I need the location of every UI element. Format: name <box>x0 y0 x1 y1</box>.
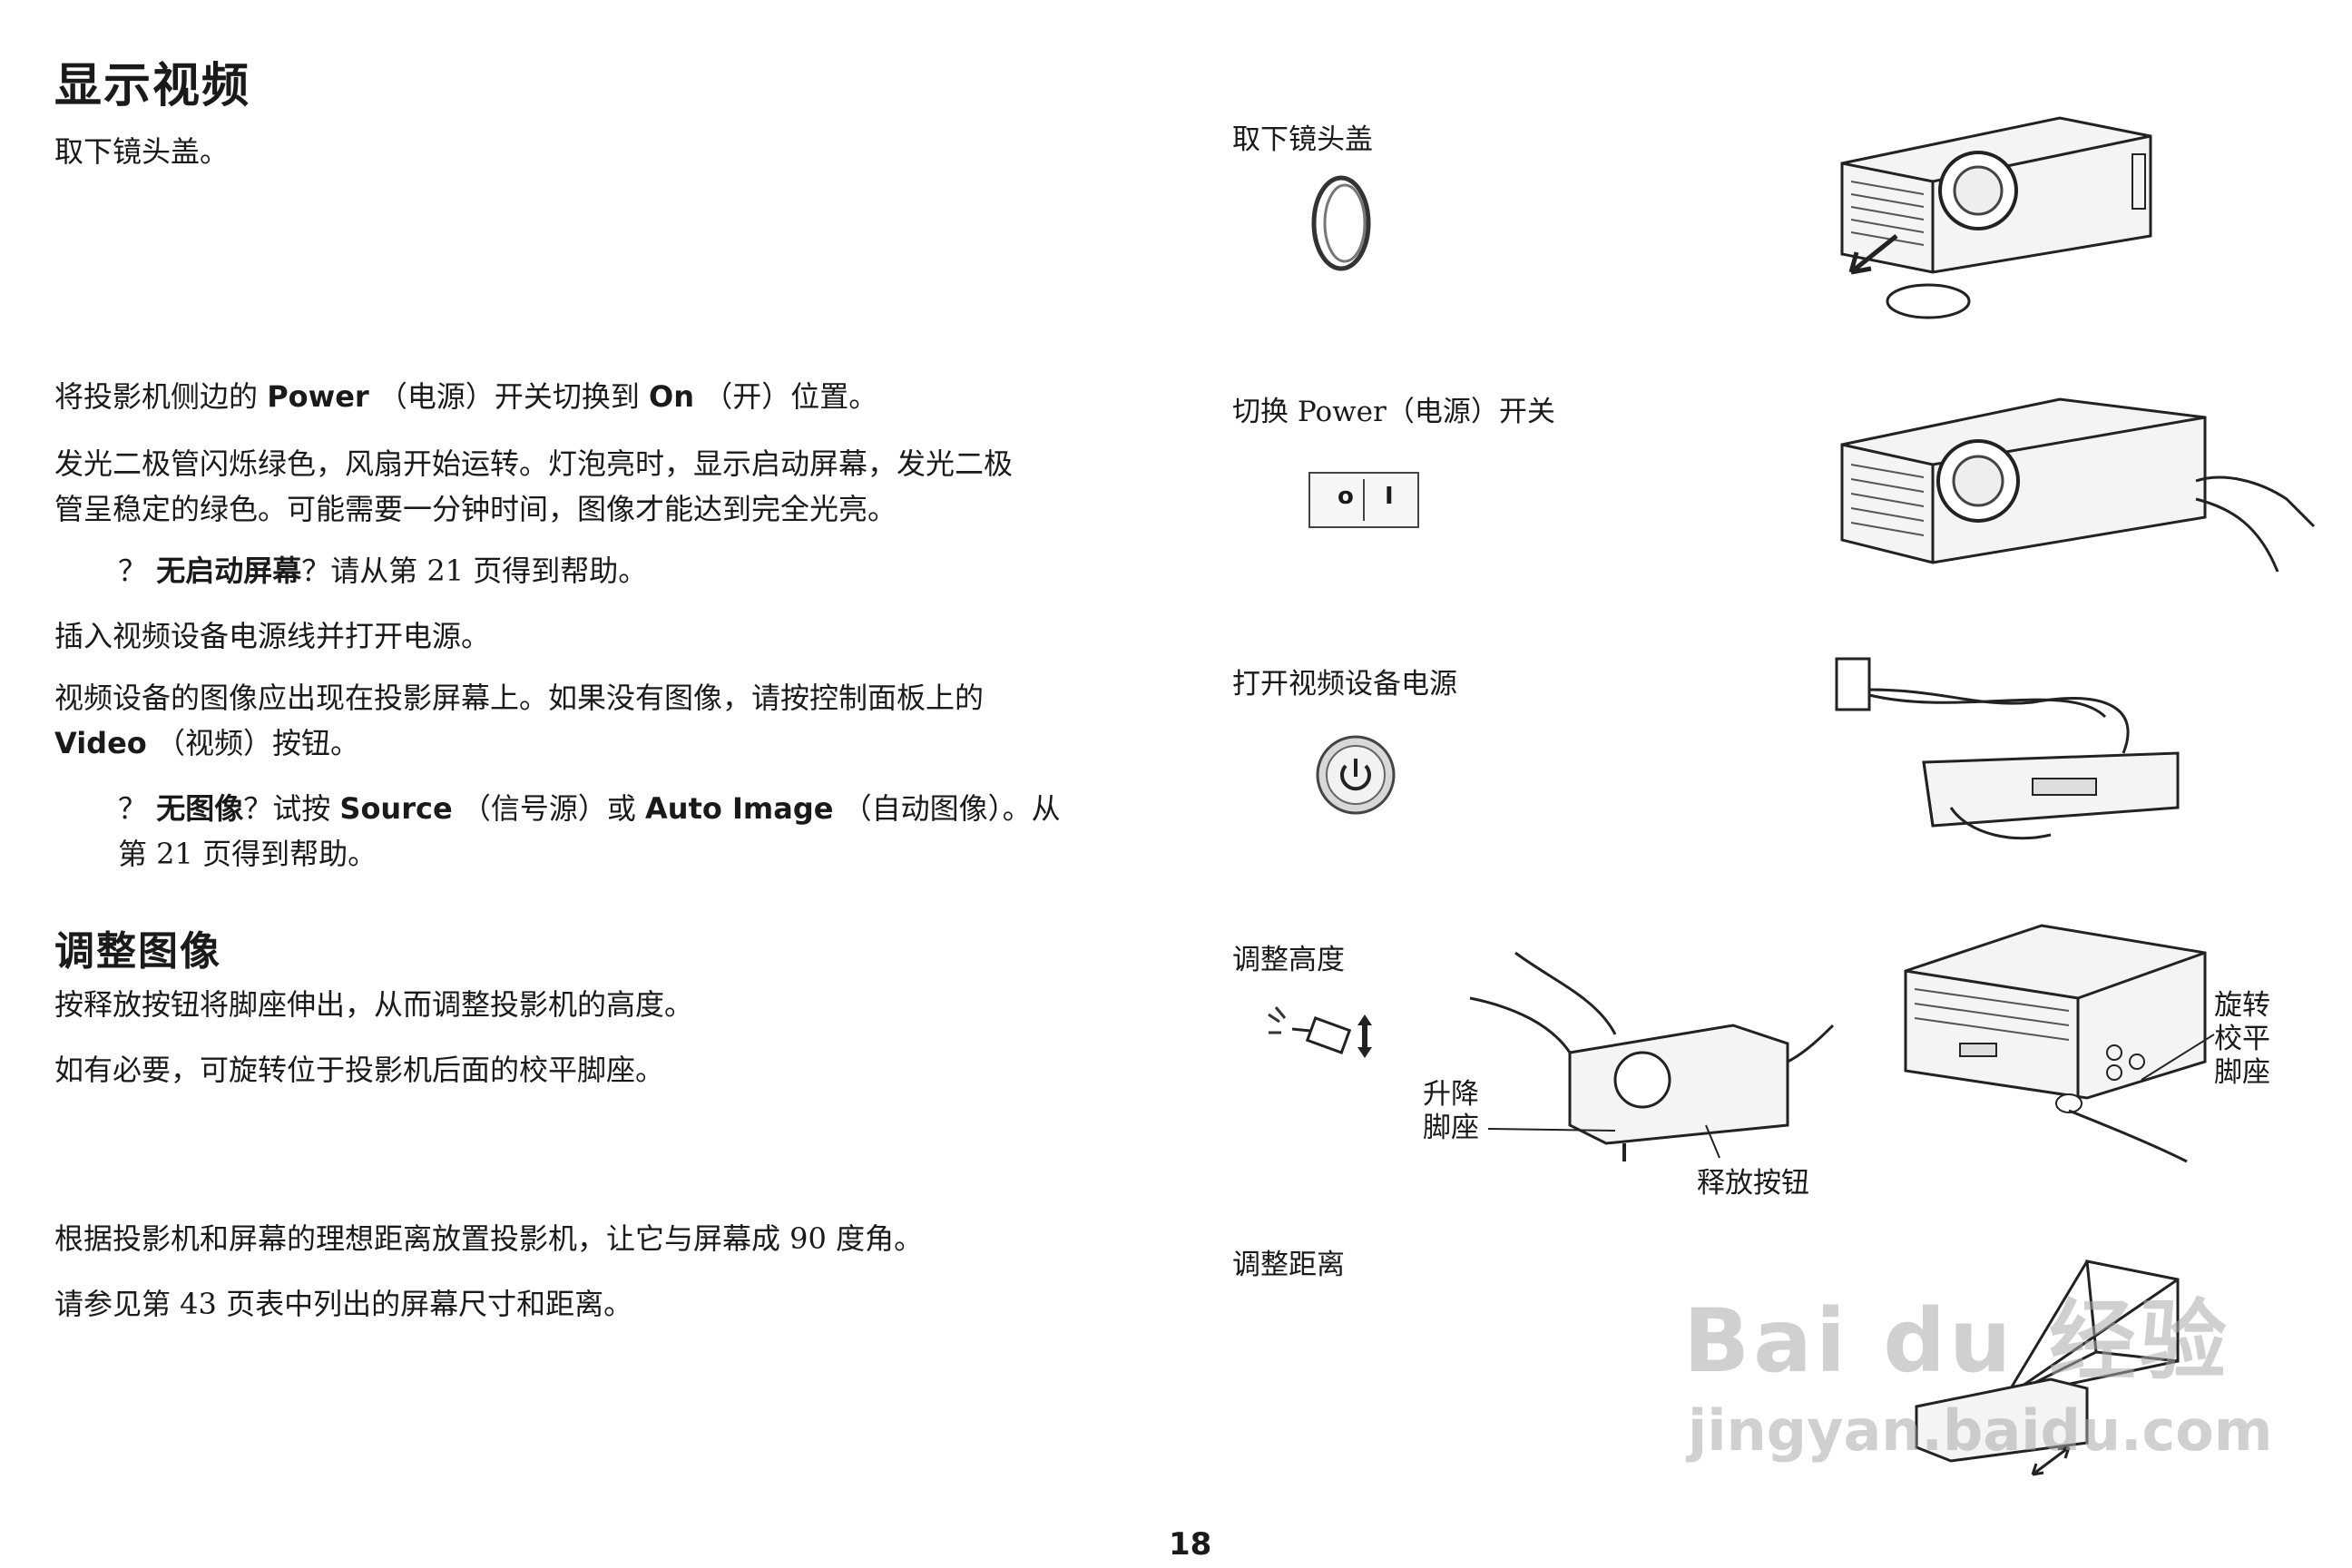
tip-no-startup-screen: ？ 无启动屏幕？请从第 21 页得到帮助。 <box>118 548 647 593</box>
projector-height-illustration <box>1469 951 1835 1161</box>
figure-label-switch-power: 切换 Power（电源）开关 <box>1232 396 1555 428</box>
step-power-switch-post: （开）位置。 <box>694 379 878 414</box>
tip-text-1: ？试按 <box>243 791 340 826</box>
label-lift-foot-line-2: 脚座 <box>1423 1112 1479 1144</box>
tip-keyword-no-startup: 无启动屏幕 <box>156 554 302 588</box>
figure-label-remove-cap: 取下镜头盖 <box>1232 123 1373 156</box>
tip-keyword-no-image: 无图像 <box>156 791 244 826</box>
projector-switch-illustration <box>1840 397 2316 573</box>
projector-rear-leveling-illustration <box>1904 924 2215 1163</box>
figure-label-adjust-distance: 调整距离 <box>1232 1249 1345 1281</box>
keyword-on: On <box>649 379 695 414</box>
tip-mark: ？ <box>118 554 148 588</box>
tip-text: ？请从第 21 页得到帮助。 <box>301 554 648 588</box>
watermark-url: jingyan.baidu.com <box>1688 1397 2273 1464</box>
label-lift-foot-line-1: 升降 <box>1423 1078 1479 1111</box>
keyword-video: Video <box>54 726 147 760</box>
step-place-projector: 根据投影机和屏幕的理想距离放置投影机，让它与屏幕成 90 度角。 <box>54 1221 924 1256</box>
power-button-icon <box>1316 735 1396 815</box>
tip-no-image-line-1: ？ 无图像？试按 Source （信号源）或 Auto Image （自动图像）… <box>118 786 1061 831</box>
tip-mark: ？ <box>118 791 148 826</box>
step-led-line-2: 管呈稳定的绿色。可能需要一分钟时间，图像才能达到完全光亮。 <box>54 492 897 526</box>
label-leveling-foot: 旋转 校平 脚座 <box>2214 989 2270 1090</box>
step-image-line-1: 视频设备的图像应出现在投影屏幕上。如果没有图像，请按控制面板上的 <box>54 681 985 715</box>
watermark-brand: Bai du 经验 <box>1683 1290 2230 1392</box>
page-number: 18 <box>1169 1526 1212 1563</box>
label-leveling-foot-line-3: 脚座 <box>2214 1056 2270 1089</box>
step-plug-video-device: 插入视频设备电源线并打开电源。 <box>54 619 491 653</box>
figure-label-adjust-height: 调整高度 <box>1232 944 1345 976</box>
step-power-switch-pre: 将投影机侧边的 <box>54 379 268 414</box>
step-see-page-43: 请参见第 43 页表中列出的屏幕尺寸和距离。 <box>54 1287 633 1321</box>
label-leveling-foot-line-1: 旋转 <box>2214 989 2270 1022</box>
height-adjust-icon <box>1268 1006 1372 1058</box>
section-title-adjust-image: 调整图像 <box>54 928 221 975</box>
step-led-description: 发光二极管闪烁绿色，风扇开始运转。灯泡亮时，显示启动屏幕，发光二极 管呈稳定的绿… <box>54 441 1013 532</box>
power-switch-icon: o I <box>1308 472 1419 528</box>
tip-no-image-line-2: 第 21 页得到帮助。 <box>118 837 377 871</box>
figure-label-power-on-device: 打开视频设备电源 <box>1232 668 1457 701</box>
label-release-button: 释放按钮 <box>1697 1167 1809 1200</box>
label-leveling-foot-line-2: 校平 <box>2214 1023 2270 1055</box>
tip-text-3: （自动图像）。从 <box>833 791 1061 826</box>
section-title-display-video: 显示视频 <box>54 59 251 113</box>
label-lift-foot: 升降 脚座 <box>1423 1078 1479 1145</box>
step-image-line-2-text: （视频）按钮。 <box>146 726 359 760</box>
tip-text-2: （信号源）或 <box>452 791 646 826</box>
step-adjust-height: 按释放按钮将脚座伸出，从而调整投影机的高度。 <box>54 987 694 1022</box>
keyword-power: Power <box>267 379 369 414</box>
tip-no-image: ？ 无图像？试按 Source （信号源）或 Auto Image （自动图像）… <box>118 786 1061 877</box>
step-remove-lens-cap: 取下镜头盖。 <box>54 134 230 169</box>
keyword-auto-image: Auto Image <box>645 791 834 826</box>
lens-cap-ring-icon <box>1311 175 1371 271</box>
switch-on-glyph: I <box>1385 483 1394 510</box>
step-led-line-1: 发光二极管闪烁绿色，风扇开始运转。灯泡亮时，显示启动屏幕，发光二极 <box>54 446 1014 481</box>
step-power-switch: 将投影机侧边的 Power （电源）开关切换到 On （开）位置。 <box>54 374 877 419</box>
keyword-source: Source <box>339 791 453 826</box>
projector-distance-illustration <box>1915 1259 2180 1476</box>
step-power-switch-mid: （电源）开关切换到 <box>368 379 650 414</box>
step-image-appears: 视频设备的图像应出现在投影屏幕上。如果没有图像，请按控制面板上的 Video （… <box>54 675 984 766</box>
step-image-line-2: Video （视频）按钮。 <box>54 720 984 766</box>
switch-off-glyph: o <box>1338 483 1354 510</box>
switch-divider <box>1363 479 1365 521</box>
video-device-illustration <box>1835 657 2180 840</box>
step-leveling-foot: 如有必要，可旋转位于投影机后面的校平脚座。 <box>54 1053 665 1087</box>
projector-remove-cap-illustration <box>1840 116 2152 319</box>
